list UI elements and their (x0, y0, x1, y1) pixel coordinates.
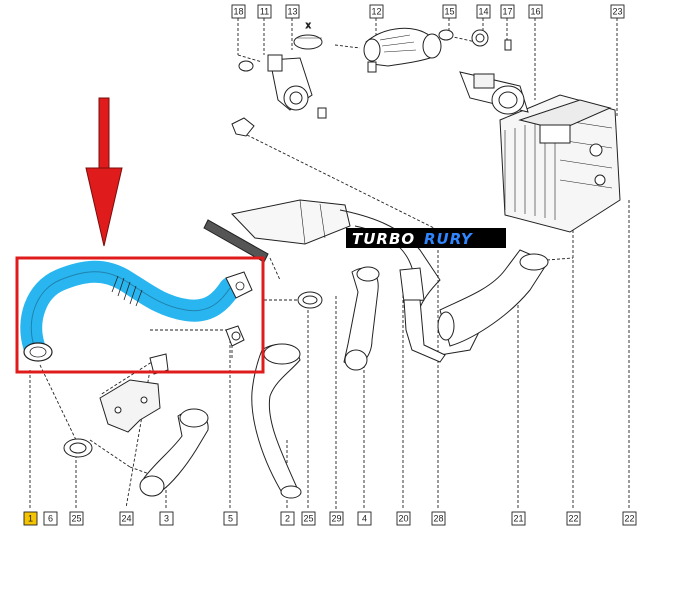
callout-25: 25 (301, 511, 316, 526)
callout-number: 25 (71, 514, 81, 524)
callout-number: 17 (502, 7, 512, 17)
throttle-sensor: x (238, 20, 327, 119)
sensor-5 (225, 325, 245, 347)
callout-number: 6 (48, 514, 53, 524)
callout-15: 15 (442, 4, 457, 19)
callout-number: 11 (260, 7, 269, 17)
callout-24: 24 (119, 511, 134, 526)
callout-number: 14 (478, 7, 488, 17)
callout-23: 23 (610, 4, 625, 19)
callout-number: 21 (513, 514, 523, 524)
clip-part (231, 117, 255, 137)
callout-number: 16 (530, 7, 540, 17)
callout-number: 3 (164, 514, 169, 524)
callout-21: 21 (511, 511, 526, 526)
hose-2 (251, 343, 302, 499)
callout-29: 29 (329, 511, 344, 526)
intake-elbow (363, 27, 442, 73)
callout-number: 20 (398, 514, 408, 524)
callout-6: 6 (43, 511, 58, 526)
callout-number: 23 (612, 7, 622, 17)
callout-number: 4 (362, 514, 367, 524)
callout-number: 24 (121, 514, 131, 524)
callout-1: 1 (23, 511, 38, 526)
callout-18: 18 (231, 4, 246, 19)
highlighted-hose-part-1 (20, 260, 253, 362)
hose-4 (343, 266, 380, 371)
clamp-6 (63, 438, 93, 458)
callout-number: 13 (287, 7, 297, 17)
callout-17: 17 (500, 4, 515, 19)
callout-number: 18 (233, 7, 243, 17)
callout-number: 28 (433, 514, 443, 524)
hose-3 (139, 408, 209, 497)
callout-number: 12 (371, 7, 381, 17)
callout-number: 22 (568, 514, 578, 524)
intercooler-assembly (499, 94, 621, 233)
callout-number: 25 (303, 514, 313, 524)
hose-20 (399, 267, 446, 363)
callout-16: 16 (528, 4, 543, 19)
watermark-text-1: TURBO (352, 230, 415, 248)
callout-number: 1 (28, 514, 33, 524)
callout-number: 2 (285, 514, 290, 524)
callout-number: 15 (444, 7, 454, 17)
callout-4: 4 (357, 511, 372, 526)
highlight-frame (15, 256, 265, 374)
callout-2: 2 (280, 511, 295, 526)
air-flow-meter (438, 29, 529, 115)
callout-number: 22 (624, 514, 634, 524)
brand-watermark: TURBO RURY (346, 228, 506, 248)
callout-3: 3 (159, 511, 174, 526)
callout-14: 14 (476, 4, 491, 19)
air-duct-tray (231, 199, 541, 356)
callout-22: 22 (622, 511, 637, 526)
callout-12: 12 (369, 4, 384, 19)
callout-22: 22 (566, 511, 581, 526)
callout-20: 20 (396, 511, 411, 526)
callout-number: 29 (331, 514, 341, 524)
callout-11: 11 (257, 4, 272, 19)
dimension-x-label: x (306, 20, 311, 30)
mesh-part (203, 219, 269, 263)
callout-number: 5 (228, 514, 233, 524)
callout-13: 13 (285, 4, 300, 19)
callout-25: 25 (69, 511, 84, 526)
callout-28: 28 (431, 511, 446, 526)
pointer-arrow (85, 97, 123, 247)
bracket-24 (99, 353, 169, 433)
watermark-text-2: RURY (424, 230, 474, 248)
hose-21 (437, 249, 549, 347)
callout-5: 5 (223, 511, 238, 526)
clamp-25-right (297, 291, 323, 309)
